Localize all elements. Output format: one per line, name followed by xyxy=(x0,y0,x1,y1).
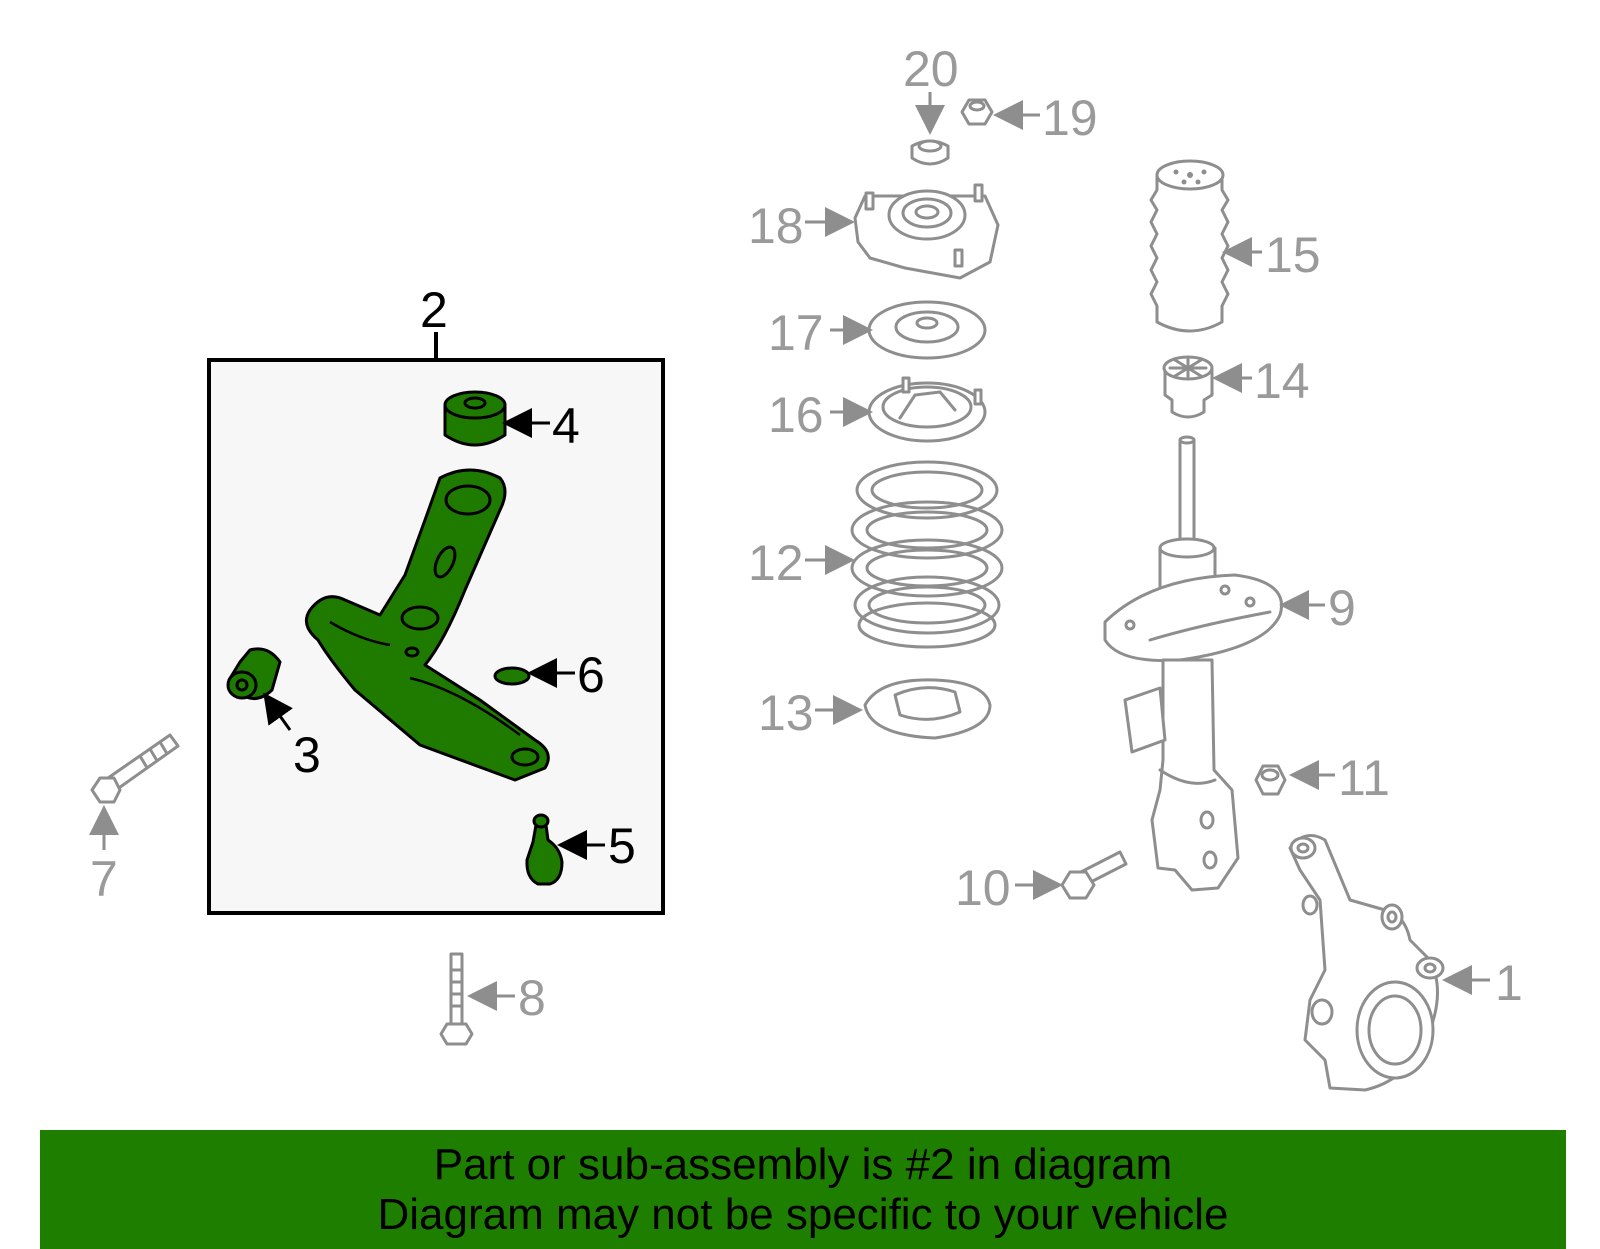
bolt-part-7[interactable] xyxy=(90,733,180,804)
strut-mount-part-18[interactable] xyxy=(853,183,1000,280)
strut-assembly-part-9[interactable] xyxy=(1103,435,1283,892)
coil-spring-part-12[interactable] xyxy=(850,460,1004,649)
callout-10[interactable]: 10 xyxy=(955,860,1011,916)
callout-15[interactable]: 15 xyxy=(1265,227,1321,283)
bushing-part-3[interactable] xyxy=(226,647,282,700)
bushing-part-4[interactable] xyxy=(443,390,507,447)
callout-5[interactable]: 5 xyxy=(608,818,636,874)
banner-line-1: Part or sub-assembly is #2 in diagram xyxy=(433,1139,1173,1189)
bolt-part-8[interactable] xyxy=(439,952,474,1046)
nut-part-19[interactable] xyxy=(960,98,994,126)
bolt-part-10[interactable] xyxy=(1060,850,1128,900)
callout-13[interactable]: 13 xyxy=(758,685,814,741)
callout-20[interactable]: 20 xyxy=(903,41,959,97)
callout-16[interactable]: 16 xyxy=(768,387,824,443)
callout-4[interactable]: 4 xyxy=(552,398,580,454)
callout-17[interactable]: 17 xyxy=(768,305,824,361)
steering-knuckle-part-1[interactable] xyxy=(1288,834,1445,1092)
info-banner: Part or sub-assembly is #2 in diagram Di… xyxy=(40,1130,1566,1249)
callout-8[interactable]: 8 xyxy=(518,970,546,1026)
callout-6[interactable]: 6 xyxy=(577,647,605,703)
bump-stop-part-14[interactable] xyxy=(1162,355,1214,419)
dust-boot-part-15[interactable] xyxy=(1149,159,1230,333)
nut-part-11[interactable] xyxy=(1254,764,1287,796)
lower-control-arm-part-2[interactable] xyxy=(304,468,550,782)
callout-1[interactable]: 1 xyxy=(1495,955,1523,1011)
callout-3[interactable]: 3 xyxy=(293,727,321,783)
cap-part-6[interactable] xyxy=(493,666,531,686)
callout-2[interactable]: 2 xyxy=(420,282,448,338)
banner-line-2: Diagram may not be specific to your vehi… xyxy=(377,1189,1229,1239)
callout-18[interactable]: 18 xyxy=(748,198,804,254)
bearing-part-17[interactable] xyxy=(867,300,987,360)
ball-joint-part-5[interactable] xyxy=(525,813,564,886)
callout-19[interactable]: 19 xyxy=(1042,90,1098,146)
spring-pad-part-13[interactable] xyxy=(863,678,992,740)
callout-14[interactable]: 14 xyxy=(1254,353,1310,409)
callout-9[interactable]: 9 xyxy=(1328,580,1356,636)
spring-seat-part-16[interactable] xyxy=(867,376,987,443)
callout-11[interactable]: 11 xyxy=(1338,750,1390,806)
stopper-part-20[interactable] xyxy=(910,139,950,166)
callout-7[interactable]: 7 xyxy=(90,851,118,907)
callout-12[interactable]: 12 xyxy=(748,535,804,591)
